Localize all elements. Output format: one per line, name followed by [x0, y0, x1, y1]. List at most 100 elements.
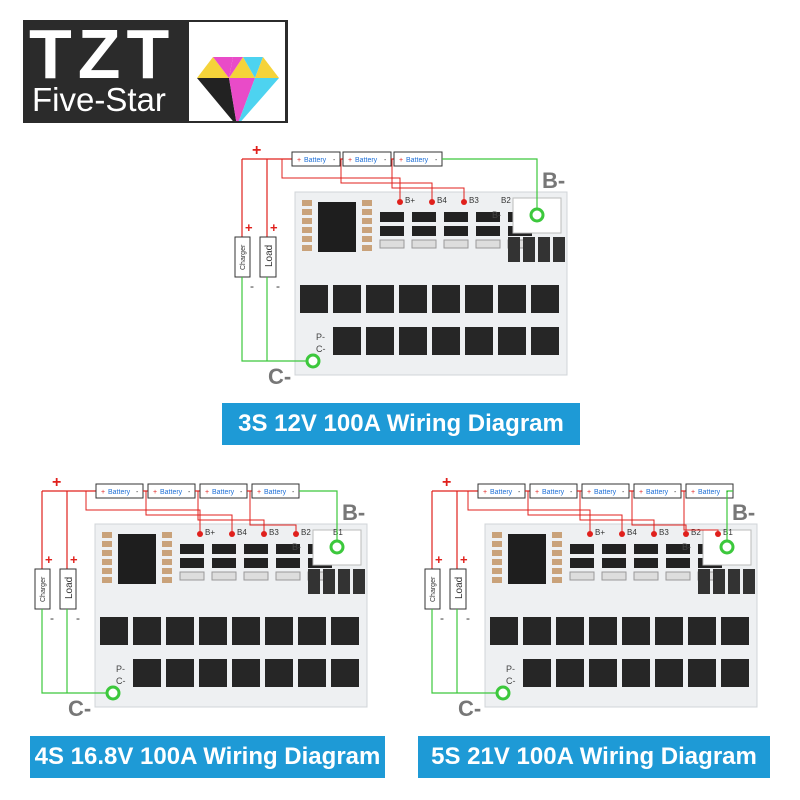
mosfet — [531, 285, 559, 313]
charger-minus: - — [50, 611, 54, 625]
resistor — [244, 544, 268, 554]
balance-wire — [249, 491, 297, 534]
balance-wire — [579, 491, 655, 534]
control-ic — [318, 202, 356, 252]
battery-minus: - — [333, 157, 336, 164]
load-plus: + — [70, 552, 78, 567]
charger-plus: + — [435, 552, 443, 567]
c-minus-pad-label: C- — [116, 676, 126, 686]
transistor — [179, 571, 205, 581]
pad-label-B+: B+ — [205, 528, 215, 537]
c-minus-label: C- — [458, 696, 481, 717]
resistor — [362, 245, 372, 251]
resistor — [102, 541, 112, 547]
b-minus-pad-label: B- — [292, 542, 301, 552]
mosfet — [399, 285, 427, 313]
mosfet — [721, 617, 749, 645]
battery-plus: + — [691, 489, 695, 496]
positive-sign: + — [252, 142, 261, 159]
mosfet — [100, 617, 128, 645]
resistor — [162, 532, 172, 538]
transistor — [569, 571, 595, 581]
load-minus: - — [76, 611, 80, 625]
mosfet — [498, 285, 526, 313]
battery-plus: + — [639, 489, 643, 496]
transistor — [475, 239, 501, 249]
positive-sign: + — [52, 474, 61, 491]
resistor — [602, 544, 626, 554]
mosfet — [166, 617, 194, 645]
resistor — [302, 200, 312, 206]
resistor — [552, 550, 562, 556]
resistor — [476, 226, 500, 236]
b-minus-wire — [442, 158, 538, 215]
load-box — [259, 236, 277, 278]
pad-label-B3: B3 — [659, 528, 669, 537]
resistor — [380, 226, 404, 236]
pad-label-B3: B3 — [269, 528, 279, 537]
mosfet — [298, 617, 326, 645]
mosfet — [432, 327, 460, 355]
mosfet — [333, 327, 361, 355]
balance-pad-dot — [619, 531, 625, 537]
resistor — [362, 218, 372, 224]
resistor — [666, 558, 690, 568]
resistor — [570, 558, 594, 568]
pad-label-B2: B2 — [501, 196, 511, 205]
resistor — [102, 559, 112, 565]
mosfet — [331, 659, 359, 687]
resistor — [552, 577, 562, 583]
battery-label: Battery — [355, 157, 378, 164]
resistor — [666, 544, 690, 554]
battery-label: Battery — [108, 489, 131, 496]
shunt-resistor — [743, 569, 755, 594]
transistor — [665, 571, 691, 581]
resistor — [302, 236, 312, 242]
resistor — [476, 212, 500, 222]
resistor — [362, 209, 372, 215]
battery-minus: - — [188, 489, 191, 496]
battery-label: Battery — [212, 489, 235, 496]
battery-minus: - — [292, 489, 295, 496]
charger-plus: + — [45, 552, 53, 567]
battery-minus: - — [622, 489, 625, 496]
resistor — [412, 226, 436, 236]
mosfet — [265, 659, 293, 687]
load-plus: + — [460, 552, 468, 567]
mosfet — [199, 617, 227, 645]
resistor — [444, 212, 468, 222]
load-minus: - — [466, 611, 470, 625]
mosfet — [465, 327, 493, 355]
battery-plus: + — [101, 489, 105, 496]
resistor — [102, 550, 112, 556]
positive-sign: + — [442, 474, 451, 491]
charger-plus: + — [245, 220, 253, 235]
resistor — [570, 544, 594, 554]
charger-label: Charger — [40, 576, 47, 602]
balance-wire — [340, 159, 433, 202]
resistor — [302, 218, 312, 224]
mosfet — [300, 285, 328, 313]
mosfet — [556, 617, 584, 645]
diamond-icon — [189, 22, 285, 126]
resistor — [212, 558, 236, 568]
balance-pad-dot — [651, 531, 657, 537]
mosfet — [523, 617, 551, 645]
load-label: Load — [454, 577, 465, 599]
resistor — [492, 577, 502, 583]
b-minus-pad-label: B- — [682, 542, 691, 552]
charger-negative-wire — [241, 277, 313, 362]
shunt-resistor — [323, 569, 335, 594]
load-label: Load — [64, 577, 75, 599]
balance-pad-dot — [683, 531, 689, 537]
balance-pad-dot — [397, 199, 403, 205]
battery-label: Battery — [490, 489, 513, 496]
mosfet — [366, 327, 394, 355]
battery-plus: + — [348, 157, 352, 164]
balance-wire — [85, 491, 201, 534]
mosfet — [331, 617, 359, 645]
caption-5s: 5S 21V 100A Wiring Diagram — [418, 736, 770, 778]
mosfet — [465, 285, 493, 313]
